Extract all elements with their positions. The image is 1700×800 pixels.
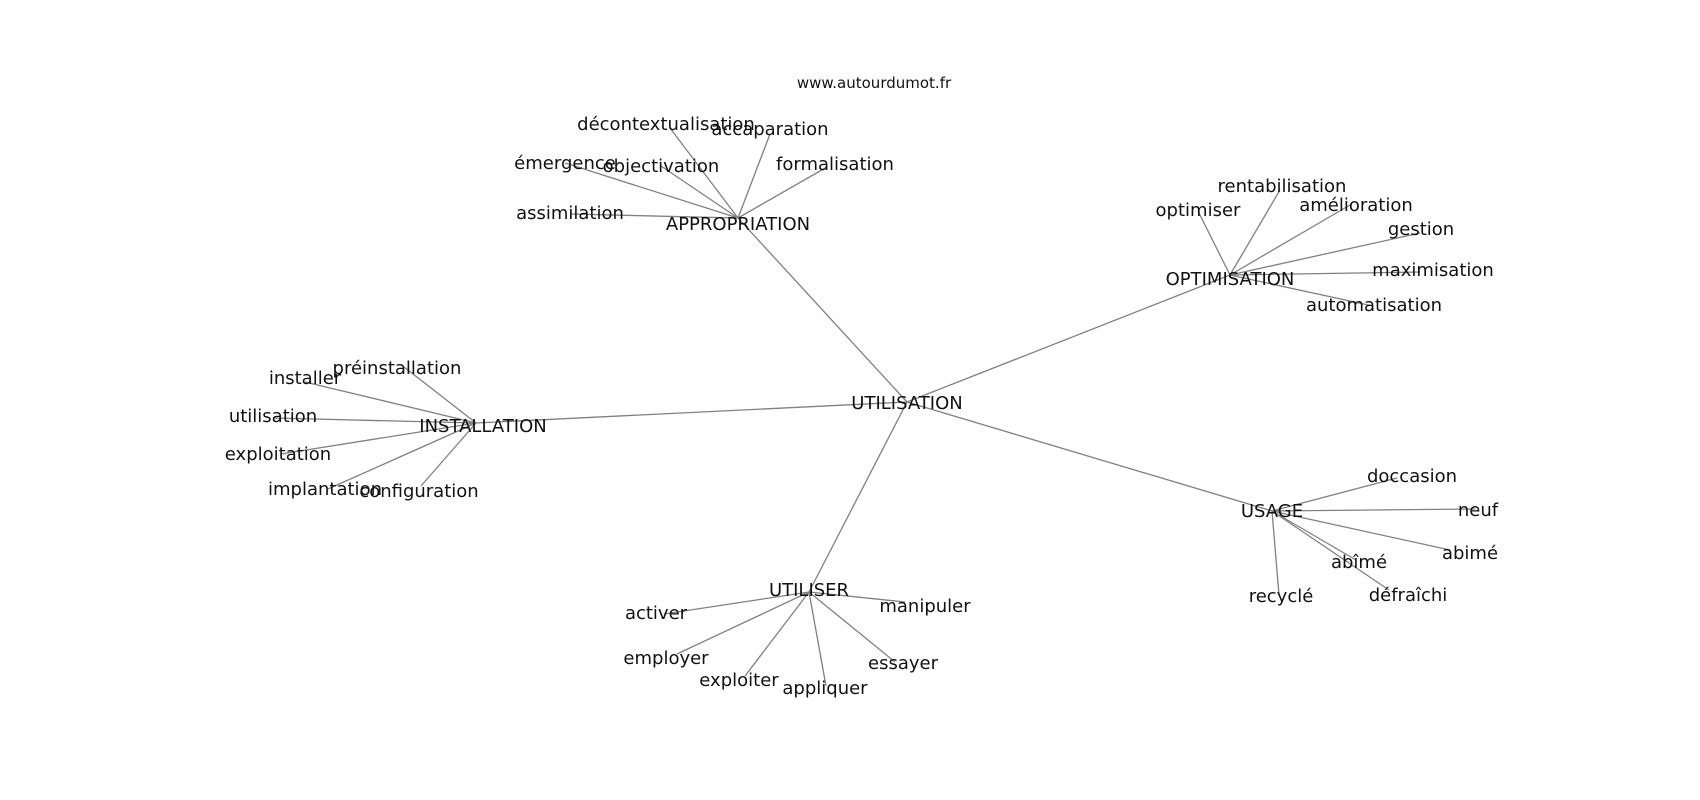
hub-word-usage[interactable]: USAGE xyxy=(1241,501,1303,522)
hub-word-optimisation[interactable]: OPTIMISATION xyxy=(1166,269,1295,290)
edge-center-usage xyxy=(906,401,1273,512)
edge-optimisation-amelioration xyxy=(1229,204,1351,276)
edge-utiliser-manipuler xyxy=(808,591,906,603)
word-rentabilisation[interactable]: rentabilisation xyxy=(1218,176,1347,197)
edge-usage-defraichi xyxy=(1271,510,1390,591)
edge-installation-utilisation xyxy=(272,417,477,424)
word-amelioration[interactable]: amélioration xyxy=(1299,195,1413,216)
edge-appropriation-decontextualisation xyxy=(669,127,739,219)
edge-optimisation-maximisation xyxy=(1229,271,1421,276)
edge-usage-doccasion xyxy=(1271,477,1398,512)
center-word[interactable]: UTILISATION xyxy=(851,393,962,414)
word-utilisation[interactable]: utilisation xyxy=(229,406,317,427)
edge-usage-recycle xyxy=(1271,510,1280,596)
edge-installation-configuration xyxy=(420,422,477,487)
word-emergence[interactable]: émergence xyxy=(514,153,616,174)
word-appliquer[interactable]: appliquer xyxy=(782,678,868,699)
word-essayer[interactable]: essayer xyxy=(868,653,939,674)
word-assimilation[interactable]: assimilation xyxy=(516,203,624,224)
word-accaparation[interactable]: accaparation xyxy=(711,119,828,140)
word-manipuler[interactable]: manipuler xyxy=(879,596,971,617)
edge-utiliser-essayer xyxy=(808,591,896,663)
edge-installation-preinstallation xyxy=(403,366,477,424)
edge-appropriation-emergence xyxy=(564,162,739,219)
edge-appropriation-formalisation xyxy=(737,166,828,219)
word-configuration[interactable]: configuration xyxy=(359,481,478,502)
edge-usage-abime xyxy=(1271,510,1357,561)
edge-utiliser-employer xyxy=(676,591,810,655)
edge-center-optimisation xyxy=(906,274,1231,403)
word-neuf[interactable]: neuf xyxy=(1458,500,1499,521)
word-activer[interactable]: activer xyxy=(625,603,688,624)
edges xyxy=(272,127,1476,687)
word-abime[interactable]: abîmé xyxy=(1331,552,1387,573)
word-implantation[interactable]: implantation xyxy=(268,479,382,500)
edge-appropriation-accaparation xyxy=(737,133,771,219)
word-decontextualisation[interactable]: décontextualisation xyxy=(577,114,755,135)
edge-utiliser-exploiter xyxy=(744,591,810,677)
word-recycle[interactable]: recyclé xyxy=(1249,586,1314,607)
word-formalisation[interactable]: formalisation xyxy=(776,154,894,175)
edge-center-appropriation xyxy=(737,217,908,403)
word-automatisation[interactable]: automatisation xyxy=(1306,295,1442,316)
word-abime[interactable]: abimé xyxy=(1442,543,1498,564)
word-exploiter[interactable]: exploiter xyxy=(699,670,779,691)
edge-optimisation-automatisation xyxy=(1229,274,1374,307)
edge-installation-implantation xyxy=(327,422,477,490)
labels: UTILISATION APPROPRIATION décontextualisat… xyxy=(225,114,1499,699)
word-preinstallation[interactable]: préinstallation xyxy=(333,358,462,379)
edge-usage-neuf xyxy=(1271,508,1476,512)
hub-word-utiliser[interactable]: UTILISER xyxy=(769,580,849,601)
hub-word-installation[interactable]: INSTALLATION xyxy=(419,416,546,437)
edge-utiliser-activer xyxy=(663,591,810,615)
word-employer[interactable]: employer xyxy=(623,648,709,669)
word-exploitation[interactable]: exploitation xyxy=(225,444,331,465)
word-objectivation[interactable]: objectivation xyxy=(603,156,720,177)
edge-installation-installer xyxy=(304,381,477,424)
hub-word-appropriation[interactable]: APPROPRIATION xyxy=(666,214,810,235)
word-installer[interactable]: installer xyxy=(269,368,342,389)
edge-appropriation-objectivation xyxy=(660,165,739,219)
word-defraichi[interactable]: défraîchi xyxy=(1369,585,1448,606)
watermark[interactable]: www.autourdumot.fr xyxy=(797,74,952,92)
edge-appropriation-assimilation xyxy=(569,213,739,219)
edge-usage-abime xyxy=(1271,510,1451,551)
word-gestion[interactable]: gestion xyxy=(1388,219,1454,240)
edge-optimisation-optimiser xyxy=(1197,210,1231,276)
edge-optimisation-gestion xyxy=(1229,232,1421,276)
edge-center-installation xyxy=(475,401,908,424)
edge-optimisation-rentabilisation xyxy=(1229,189,1281,276)
edge-center-utiliser xyxy=(808,401,908,593)
word-doccasion[interactable]: doccasion xyxy=(1367,466,1457,487)
edge-installation-exploitation xyxy=(280,422,477,455)
edge-utiliser-appliquer xyxy=(808,591,827,687)
word-maximisation[interactable]: maximisation xyxy=(1372,260,1494,281)
word-optimiser[interactable]: optimiser xyxy=(1156,200,1241,221)
